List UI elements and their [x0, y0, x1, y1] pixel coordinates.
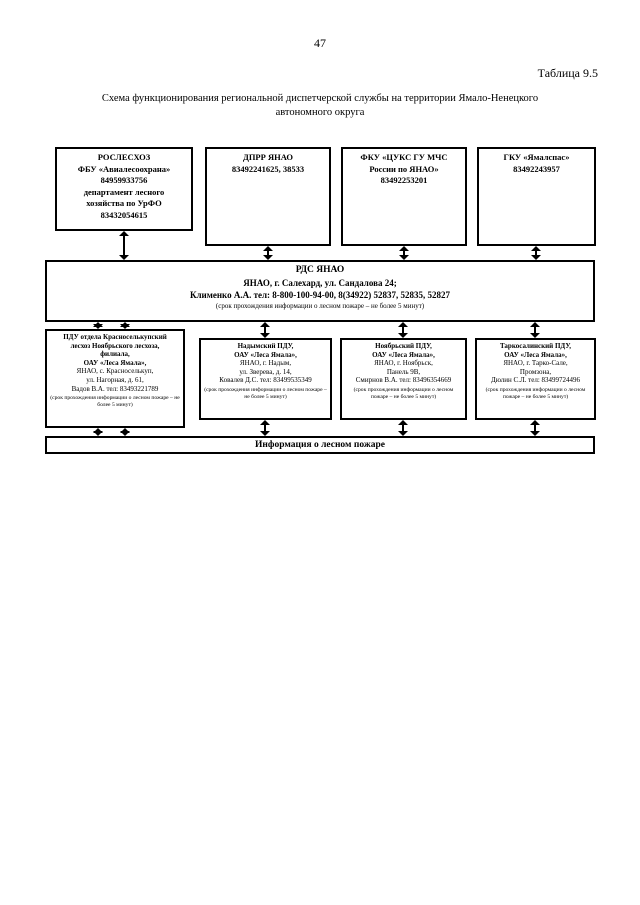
- org-box-dprr-yanao: ДПРР ЯНАО 83492241625, 38533: [205, 147, 331, 246]
- org-box-dprr-yanao-text: ДПРР ЯНАО 83492241625, 38533: [231, 152, 305, 174]
- pdu-note: (срок прохождения информации о лесном по…: [204, 386, 327, 400]
- pdu-box-tarkosalinsky: Таркосалинский ПДУ, ОАУ «Леса Ямала», ЯН…: [475, 338, 596, 420]
- rds-address: ЯНАО, г. Салехард, ул. Сандалова 24;: [243, 278, 397, 288]
- double-arrow: [119, 231, 129, 260]
- double-arrow: [398, 322, 408, 338]
- table-label: Таблица 9.5: [537, 66, 598, 80]
- pdu-address: ЯНАО, г. Ноябрьск, Панель 9В, Смирнов В.…: [355, 359, 452, 385]
- double-arrow: [260, 420, 270, 436]
- pdu-header: ПДУ отдела Красноселькупский лесхоз Нояб…: [63, 333, 167, 367]
- rds-title: РДС ЯНАО: [295, 265, 345, 275]
- rds-box: РДС ЯНАО ЯНАО, г. Салехард, ул. Сандалов…: [45, 260, 595, 322]
- pdu-address: ЯНАО, г. Тарко-Сале, Промзона, Дюлин С.Л…: [490, 359, 581, 385]
- info-bar-label: Информация о лесном пожаре: [255, 440, 385, 450]
- diagram-title: Схема функционирования региональной дисп…: [101, 93, 539, 118]
- org-box-rosleshoz: РОСЛЕСХОЗ ФБУ «Авиалесоохрана» 849599337…: [55, 147, 193, 231]
- org-box-yamalspas-text: ГКУ «Ямалспас» 83492243957: [503, 152, 570, 174]
- double-arrow: [399, 246, 409, 260]
- pdu-header: Надымский ПДУ, ОАУ «Леса Ямала»,: [234, 342, 297, 359]
- pdu-box-krasnoselkupsky: ПДУ отдела Красноселькупский лесхоз Нояб…: [45, 329, 185, 428]
- double-arrow: [531, 246, 541, 260]
- double-arrow: [530, 420, 540, 436]
- org-box-yamalspas: ГКУ «Ямалспас» 83492243957: [477, 147, 596, 246]
- double-arrow: [263, 246, 273, 260]
- pdu-note: (срок прохождения информации о лесном по…: [353, 386, 454, 400]
- org-box-cuks-mchs: ФКУ «ЦУКС ГУ МЧС России по ЯНАО» 8349225…: [341, 147, 467, 246]
- double-arrow: [93, 322, 103, 329]
- info-bar: Информация о лесном пожаре: [45, 436, 595, 454]
- pdu-header: Ноябрьский ПДУ, ОАУ «Леса Ямала»,: [372, 342, 435, 359]
- double-arrow: [530, 322, 540, 338]
- pdu-address: ЯНАО, с. Красноселькуп, ул. Нагорная, д.…: [71, 367, 159, 393]
- pdu-note: (срок прохождения информации о лесном по…: [50, 395, 180, 408]
- pdu-header: Таркосалинский ПДУ, ОАУ «Леса Ямала»,: [499, 342, 572, 359]
- page-number: 47: [314, 36, 326, 50]
- pdu-address: ЯНАО, г. Надым, ул. Зверева, д. 14, Кова…: [219, 359, 312, 385]
- rds-contacts: Клименко А.А. тел: 8-800-100-94-00, 8(34…: [189, 290, 451, 300]
- double-arrow: [260, 322, 270, 338]
- double-arrow: [120, 322, 130, 329]
- org-box-rosleshoz-text: РОСЛЕСХОЗ ФБУ «Авиалесоохрана» 849599337…: [77, 152, 171, 220]
- org-box-cuks-mchs-text: ФКУ «ЦУКС ГУ МЧС России по ЯНАО» 8349225…: [360, 152, 448, 185]
- double-arrow: [93, 428, 103, 436]
- pdu-box-nadymsky: Надымский ПДУ, ОАУ «Леса Ямала», ЯНАО, г…: [199, 338, 332, 420]
- pdu-box-noyabrsky: Ноябрьский ПДУ, ОАУ «Леса Ямала», ЯНАО, …: [340, 338, 467, 420]
- double-arrow: [398, 420, 408, 436]
- pdu-note: (срок прохождения информации о лесном по…: [485, 386, 586, 400]
- double-arrow: [120, 428, 130, 436]
- rds-note: (срок прохождения информации о лесном по…: [215, 302, 425, 310]
